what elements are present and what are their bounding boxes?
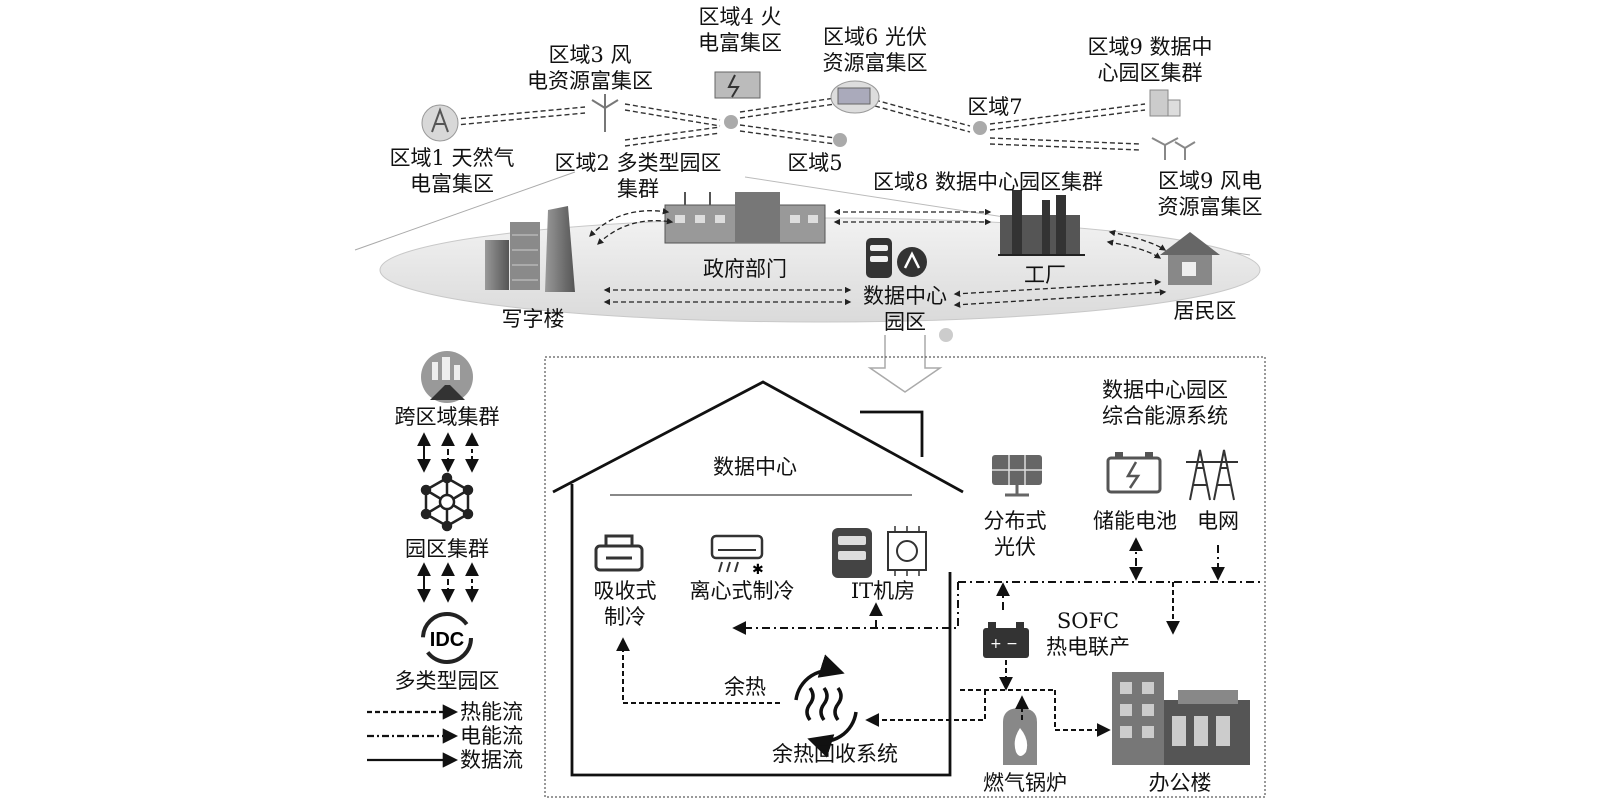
region-9-datacenter-icon (1149, 89, 1181, 117)
government-building-icon (664, 192, 826, 244)
battery-storage-icon (1106, 452, 1162, 494)
it-room-label: IT机房 (850, 579, 916, 603)
region-1-label: 区域1 天然气 电富集区 (389, 146, 515, 196)
zoom-down-arrow (867, 335, 943, 393)
absorption-chiller-label: 吸收式 制冷 (593, 579, 657, 629)
grid-label: 电网 (1197, 509, 1239, 533)
region-4-label: 区域4 火 电富集区 (698, 5, 782, 55)
multi-park-label: 多类型园区 (394, 669, 500, 693)
network-hub-icon (420, 472, 474, 532)
centrifugal-chiller-icon: ✱ (710, 534, 764, 578)
region-6-label: 区域6 光伏 资源富集区 (822, 25, 928, 75)
idc-icon: IDC (421, 612, 473, 664)
datacenter-park-label: 数据中心 园区 (863, 284, 947, 334)
power-grid-tower-icon (1186, 449, 1238, 501)
legend-heat-label: 热能流 (460, 700, 523, 724)
legend-power-label: 电能流 (460, 724, 523, 748)
office-towers-label: 写字楼 (501, 307, 565, 331)
residential-house-icon (1160, 232, 1220, 285)
region-9-datacenter-label: 区域9 数据中 心园区集群 (1087, 35, 1213, 85)
office-building-icon (1112, 672, 1250, 765)
region-9-wind-label: 区域9 风电 资源富集区 (1157, 169, 1263, 219)
region-3-wind-icon (591, 94, 619, 132)
hierarchy-panel: IDC (367, 351, 479, 768)
heat-recovery-label: 余热回收系统 (772, 742, 898, 766)
sofc-icon: + − (983, 622, 1029, 658)
office-towers-icon (485, 206, 575, 292)
region-network (421, 71, 1196, 160)
detail-panel: ✱ (544, 356, 1266, 798)
datacenter-park-icon (866, 238, 953, 342)
region-5-node (833, 133, 847, 147)
it-room-icon (832, 526, 927, 578)
datacenter-house-roof (552, 380, 964, 494)
gas-boiler-label: 燃气锅炉 (983, 771, 1067, 795)
system-title: 数据中心园区 综合能源系统 (1102, 378, 1228, 428)
waste-heat-label: 余热 (724, 675, 766, 699)
residential-label: 居民区 (1173, 299, 1237, 323)
battery-label: 储能电池 (1093, 509, 1177, 533)
legend (367, 704, 459, 768)
chimney (860, 410, 924, 457)
gas-boiler-icon (1003, 708, 1037, 765)
park-cluster-label: 园区集群 (405, 537, 489, 561)
datacenter-house-label: 数据中心 (713, 455, 797, 479)
centrifugal-chiller-label: 离心式制冷 (689, 579, 795, 603)
region-8-label: 区域8 数据中心园区集群 (872, 170, 1104, 194)
region-6-pv-icon (830, 80, 880, 114)
svg-text:✱: ✱ (752, 562, 764, 578)
legend-data-label: 数据流 (460, 748, 523, 772)
region-3-label: 区域3 风 电资源富集区 (527, 43, 653, 93)
office-building-label: 办公楼 (1148, 771, 1212, 795)
region-7-label: 区域7 (967, 95, 1023, 119)
svg-text:+ −: + − (990, 636, 1018, 652)
city-cluster-icon (421, 351, 473, 403)
sofc-label: SOFC 热电联产 (1046, 609, 1130, 659)
factory-icon (998, 190, 1085, 256)
government-label: 政府部门 (703, 257, 787, 281)
region-5-label: 区域5 (787, 151, 843, 175)
region-9-wind-icon (1151, 137, 1196, 160)
solar-panel-icon (992, 455, 1042, 497)
absorption-chiller-icon (594, 534, 644, 572)
region-4-thermal-icon (714, 71, 761, 129)
region-7-node (973, 121, 987, 135)
region-1-node (421, 104, 459, 142)
region-2-label: 区域2 多类型园区 集群 (554, 151, 722, 201)
cross-region-label: 跨区域集群 (394, 405, 500, 429)
pv-label: 分布式 光伏 (983, 509, 1047, 559)
park-cluster-view (354, 171, 1261, 393)
factory-label: 工厂 (1024, 263, 1066, 287)
heat-recovery-icon (794, 654, 858, 758)
idc-label: IDC (430, 629, 464, 651)
